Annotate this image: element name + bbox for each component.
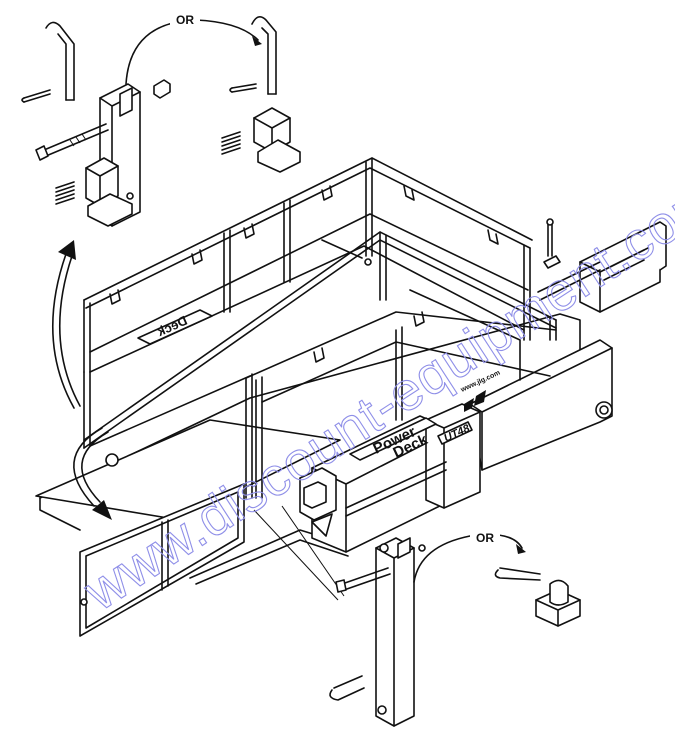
callout-or-top: OR — [125, 10, 262, 85]
jlg-logo-icon — [464, 390, 486, 412]
deck-floor-decal-text: Deck — [154, 313, 189, 340]
curved-arrow-up-icon — [51, 240, 81, 409]
callout-or-bottom-label: OR — [476, 531, 494, 545]
gate-panel — [79, 483, 245, 637]
detail-top-left-bracket — [21, 21, 171, 227]
curved-arrow-down-icon — [73, 427, 112, 520]
deck-floor-decal: Deck — [137, 309, 213, 345]
spring-icon — [221, 131, 241, 155]
callout-or-top-label: OR — [176, 13, 194, 27]
spring-icon — [55, 181, 75, 205]
power-deck-housing: Power Deck UT48 www.jlg.com — [299, 369, 501, 553]
main-frame: Deck — [35, 157, 667, 637]
detail-bottom-post: OR — [329, 528, 581, 727]
detail-top-center-receiver — [221, 16, 301, 173]
